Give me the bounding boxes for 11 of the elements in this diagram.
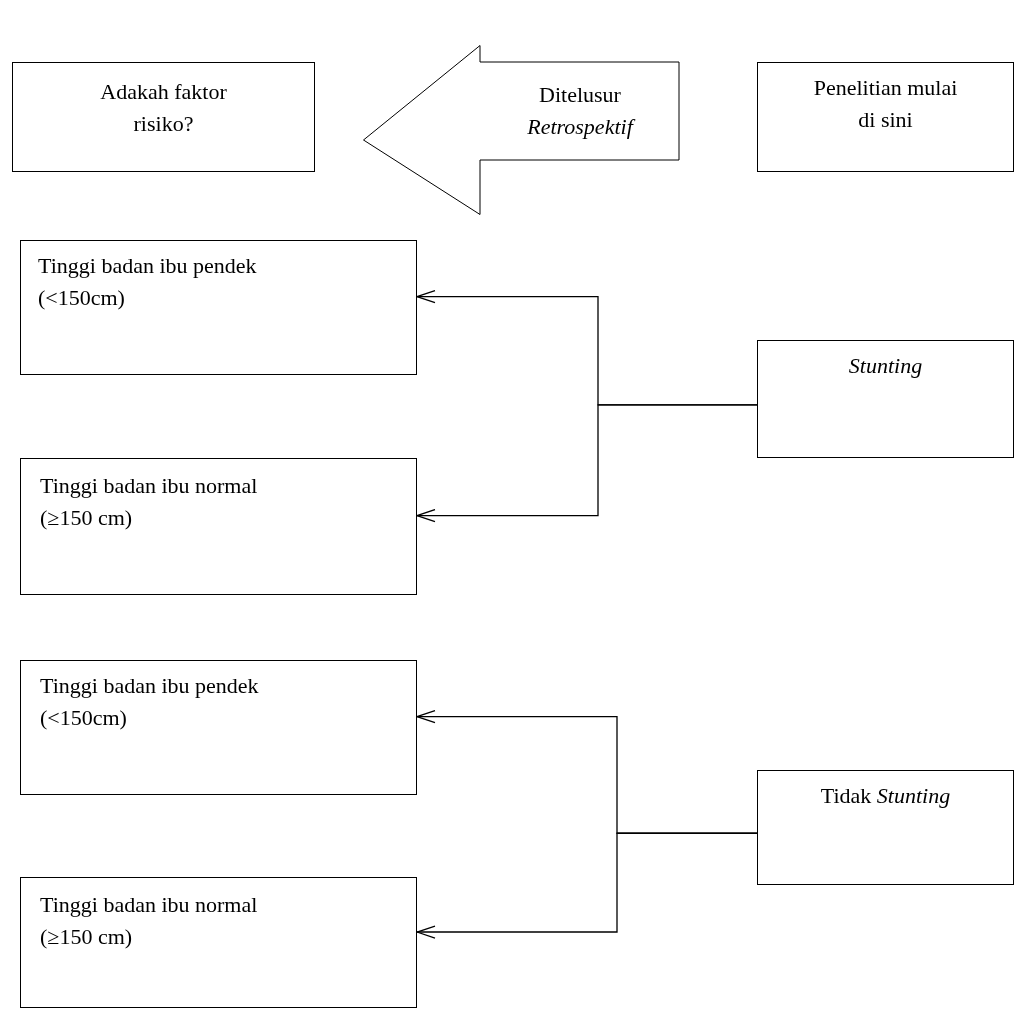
- node-label: Penelitian mulai di sini: [812, 74, 959, 134]
- connector-arrow: [416, 832, 758, 939]
- node-label: Stunting: [848, 352, 923, 380]
- node-label: Tinggi badan ibu pendek (<150cm): [40, 672, 260, 732]
- node-label: Tinggi badan ibu normal (≥150 cm): [40, 891, 259, 951]
- node-label: Ditelusur Retrospektif: [505, 79, 655, 143]
- node-label: Tidak Stunting: [820, 782, 951, 810]
- node-label: Tinggi badan ibu pendek (<150cm): [38, 252, 258, 312]
- connector-arrow: [416, 404, 758, 523]
- node-label: Adakah faktor risiko?: [99, 78, 228, 138]
- node-label: Tinggi badan ibu normal (≥150 cm): [40, 472, 259, 532]
